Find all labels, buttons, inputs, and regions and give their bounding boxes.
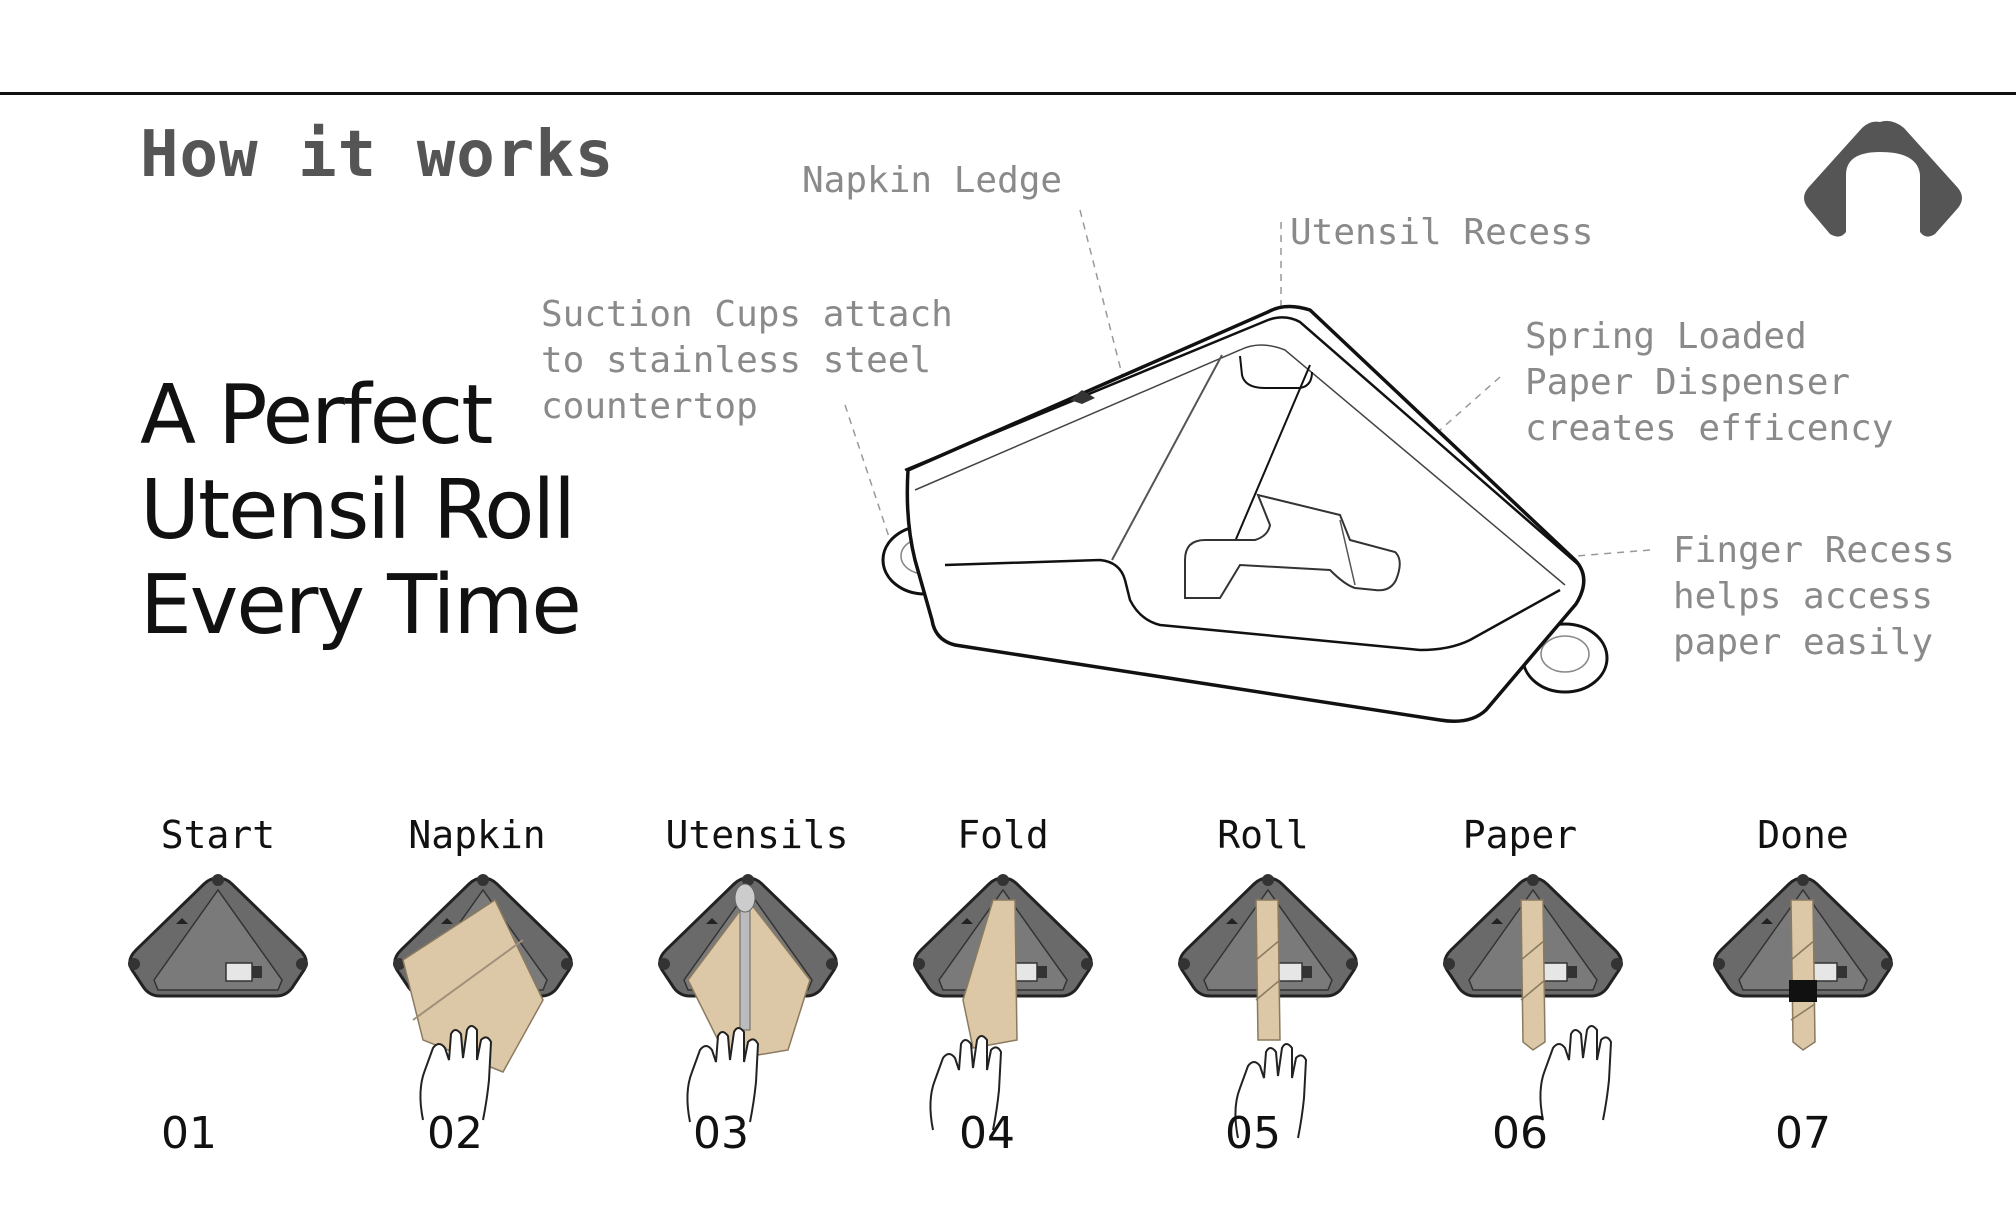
step-label-utensils: Utensils xyxy=(665,813,849,857)
step-label-paper: Paper xyxy=(1462,813,1578,857)
callout-finger-recess: Finger Recess helps access paper easily xyxy=(1673,528,1955,666)
step-number-06: 06 xyxy=(1492,1108,1548,1159)
device-body xyxy=(904,304,1586,723)
hand-icon xyxy=(1539,1025,1612,1121)
step-label-done: Done xyxy=(1757,813,1849,857)
headline: A Perfect Utensil Roll Every Time xyxy=(140,368,582,653)
callout-spring-line-3: creates efficency xyxy=(1525,408,1894,449)
callout-spring-dispenser: Spring Loaded Paper Dispenser creates ef… xyxy=(1525,314,1893,452)
step-05-device xyxy=(1176,872,1360,1139)
triangle-arch-logo-icon xyxy=(1804,120,1962,237)
step-06-device xyxy=(1441,872,1625,1121)
callout-suction-line-3: countertop xyxy=(541,386,758,427)
header-divider xyxy=(0,92,2016,95)
callout-spring-line-1: Spring Loaded xyxy=(1525,316,1807,357)
step-03-device xyxy=(656,872,840,1123)
headline-line-2: Utensil Roll xyxy=(140,463,576,558)
callout-finger-line-1: Finger Recess xyxy=(1673,530,1955,571)
headline-line-3: Every Time xyxy=(140,558,582,653)
step-number-07: 07 xyxy=(1775,1108,1831,1159)
callout-suction-line-2: to stainless steel xyxy=(541,340,932,381)
step-number-02: 02 xyxy=(427,1108,483,1159)
callout-napkin-ledge: Napkin Ledge xyxy=(802,160,1063,201)
callout-suction-line-1: Suction Cups attach xyxy=(541,294,953,335)
page-title: How it works xyxy=(140,118,615,192)
headline-line-1: A Perfect xyxy=(140,368,493,463)
callout-finger-line-3: paper easily xyxy=(1673,622,1934,663)
callout-suction-cups: Suction Cups attach to stainless steel c… xyxy=(541,292,953,430)
step-label-napkin: Napkin xyxy=(408,813,546,857)
step-01-device xyxy=(126,872,310,998)
callout-spring-line-2: Paper Dispenser xyxy=(1525,362,1851,403)
step-04-device xyxy=(911,872,1095,1131)
step-number-04: 04 xyxy=(959,1108,1015,1159)
callout-utensil-recess: Utensil Recess xyxy=(1290,212,1594,253)
callout-finger-line-2: helps access xyxy=(1673,576,1934,617)
step-02-device xyxy=(391,872,575,1121)
step-number-03: 03 xyxy=(693,1108,749,1159)
step-number-01: 01 xyxy=(161,1108,217,1159)
step-07-device xyxy=(1711,872,1895,1051)
step-number-05: 05 xyxy=(1225,1108,1281,1159)
step-label-start: Start xyxy=(160,813,276,857)
step-label-fold: Fold xyxy=(957,813,1049,857)
step-label-roll: Roll xyxy=(1217,813,1309,857)
